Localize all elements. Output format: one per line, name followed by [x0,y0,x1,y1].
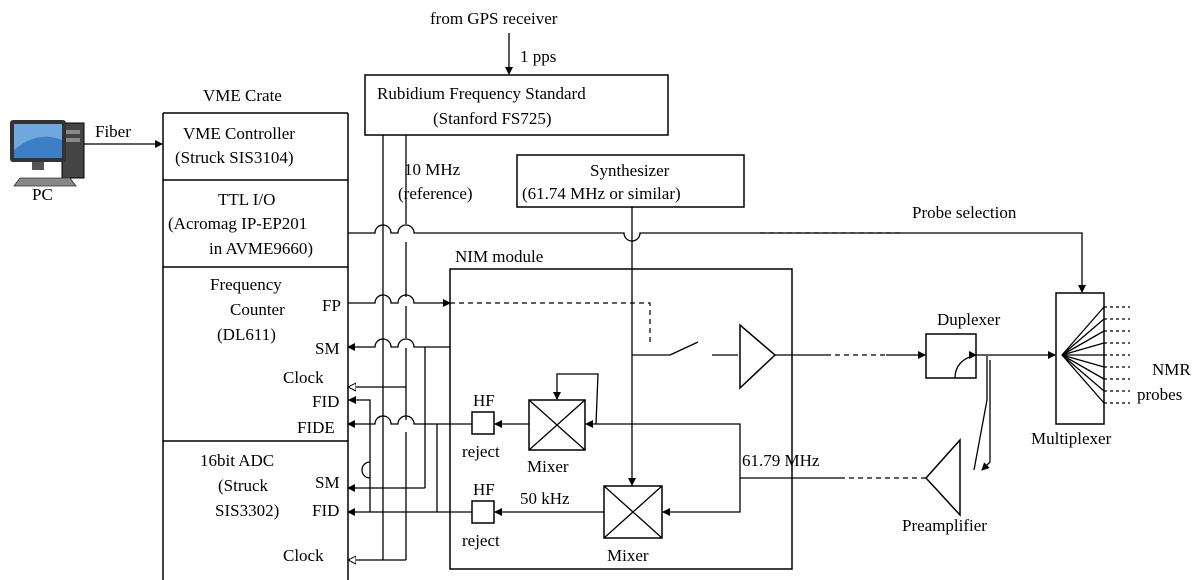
adc-label: 16bit ADC [200,451,274,470]
probe-selection-label: Probe selection [912,203,1017,222]
ttl-io-label: TTL I/O [218,190,275,209]
hf-reject-2-box [471,500,495,524]
hf-reject-2-label-bottom: reject [462,531,500,550]
power-amplifier-triangle [739,323,777,390]
pc-label: PC [32,185,53,204]
nim-module-label: NIM module [455,247,543,266]
mixer-2-label: Mixer [607,546,649,565]
signal-to-mixer-2 [662,478,741,516]
hf-reject-1-label-bottom: reject [462,442,500,461]
multiplexer-label: Multiplexer [1031,429,1112,448]
fp-line [348,294,651,342]
probe-selection-line [348,224,1086,293]
gps-label: from GPS receiver [430,9,558,28]
multiplexer-box [1055,292,1105,425]
mixer-1-diag-b [528,399,586,451]
synthesizer-box [516,154,745,208]
preamplifier-label: Preamplifier [902,516,987,535]
fiber-label: Fiber [95,122,131,141]
pps-label: 1 pps [520,47,556,66]
preamplifier-triangle [924,438,961,517]
preamp-input-arrow [981,461,991,471]
duplexer-box [925,333,977,379]
rubidium-model: (Stanford FS725) [433,109,552,128]
fid-lines [347,396,472,516]
synthesizer-label: Synthesizer [590,161,670,180]
adc-model-1: (Struck [218,476,269,495]
probe-fanout [1061,306,1130,404]
frequency-counter-model: (DL611) [217,325,276,344]
nim-module-box [449,268,793,570]
adc-sm-port-label: SM [315,473,340,492]
duplexer-label: Duplexer [937,310,1001,329]
ttl-io-model: (Acromag IP-EP201 [168,214,307,233]
hf-reject-1-box [471,411,495,435]
fc-fid-port-label: FID [312,392,339,411]
vme-controller-model: (Struck SIS3104) [175,148,294,167]
freq-50k-label: 50 kHz [520,489,570,508]
nmr-probes-label-2: probes [1137,385,1182,404]
fc-clock-port-label: Clock [283,368,324,387]
fc-sm-port-label: SM [315,339,340,358]
mixer-1-label: Mixer [527,457,569,476]
mixer-1-lo-feed [553,373,599,425]
hf-reject-1-label-top: HF [473,391,495,410]
rubidium-box [364,74,669,136]
fc-fide-port-label: FIDE [297,418,335,437]
duplexer-to-preamp [973,356,988,471]
reference-lines [348,135,407,560]
frequency-counter-label-1: Frequency [210,275,282,294]
nmr-probes-label-1: NMR [1152,360,1191,379]
pc-icon [10,120,85,187]
adc-fid-port-label: FID [312,501,339,520]
ttl-io-carrier: in AVME9660) [209,239,313,258]
fide-line [347,415,472,512]
fc-fp-port-label: FP [322,296,341,315]
rubidium-label: Rubidium Frequency Standard [377,84,586,103]
vme-crate-label: VME Crate [203,86,282,105]
adc-model-2: SIS3302) [215,501,279,520]
hf-reject-2-label-top: HF [473,480,495,499]
sm-line [347,338,450,492]
synthesizer-freq: (61.74 MHz or similar) [522,184,681,203]
reference-freq-label: 10 MHz [404,160,461,179]
reference-label: (reference) [398,184,473,203]
mixer-2-diag-b [603,485,663,539]
vme-controller-label: VME Controller [183,124,295,143]
rf-switch [632,341,738,356]
signal-to-mixer-1 [585,420,741,478]
adc-clock-port-label: Clock [283,546,324,565]
freq-6179-label: 61.79 MHz [742,451,820,470]
frequency-counter-label-2: Counter [230,300,285,319]
